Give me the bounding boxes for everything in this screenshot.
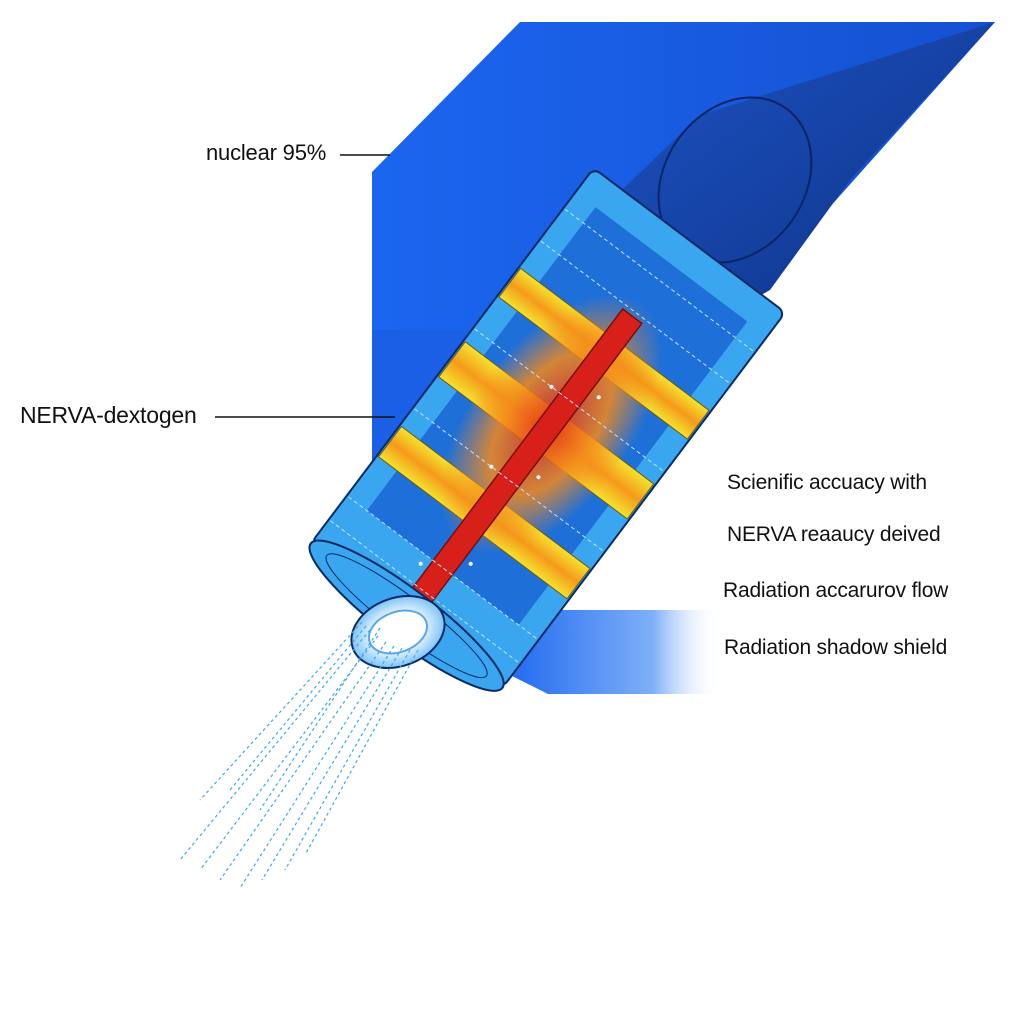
rod-markers	[418, 384, 601, 566]
reactor-core-assembly	[308, 170, 784, 692]
note-shadow-shield: Radiation shadow shield	[724, 636, 948, 659]
exhaust-plume	[179, 621, 419, 889]
nozzle-throat	[367, 609, 429, 655]
note-accuracy: Scienific accuacy with	[727, 471, 927, 494]
engine-label: NERVA-dextogen	[20, 402, 197, 428]
note-radiation-flow: Radiation accarurov flow	[723, 579, 949, 602]
section-lines	[330, 208, 754, 664]
note-nerva-derived: NERVA reaaucy deived	[727, 523, 941, 546]
shadow-shield-strip	[500, 610, 720, 694]
fuel-label: nuclear 95%	[206, 140, 327, 165]
